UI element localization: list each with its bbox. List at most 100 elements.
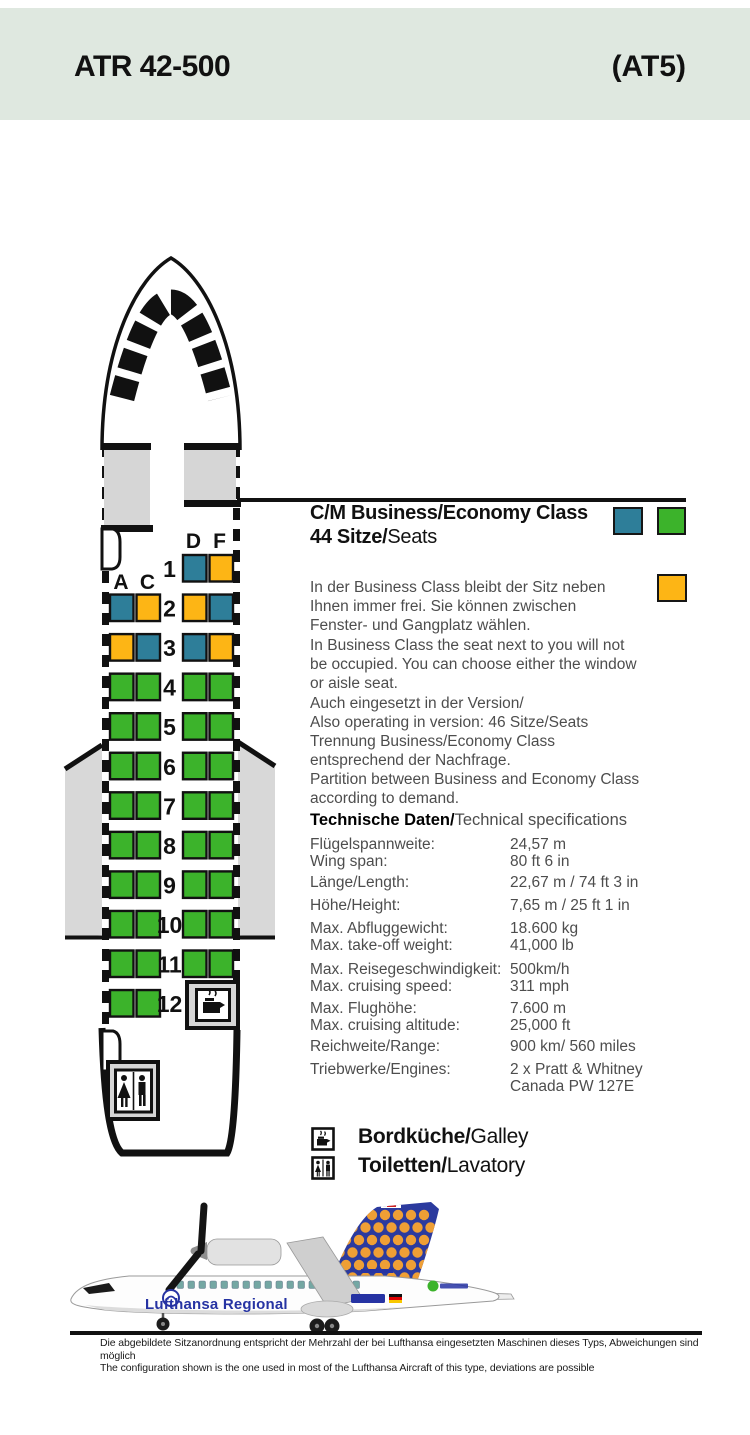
tech-specs-heading: Technische Daten/Technical specification… <box>310 811 627 830</box>
spec-label: Triebwerke/Engines: <box>310 1061 451 1078</box>
row-number-5: 5 <box>163 714 176 740</box>
spec-label: Max. Abfluggewicht: Max. take-off weight… <box>310 920 453 954</box>
seat-6D <box>181 751 208 781</box>
tail-dot <box>405 1259 417 1271</box>
spec-value: 2 x Pratt & Whitney Canada PW 127E <box>510 1061 643 1095</box>
cockpit-windows-side <box>83 1283 115 1294</box>
seat-3A <box>108 632 135 662</box>
registration-mark <box>351 1294 385 1303</box>
column-label-F: F <box>213 530 226 553</box>
tail-dot <box>334 1247 345 1258</box>
tail-dot <box>412 1247 423 1258</box>
tail-dot <box>340 1259 352 1271</box>
cabin-window <box>286 1280 294 1289</box>
tail-dot <box>418 1259 430 1271</box>
left-wing-icon <box>63 742 104 940</box>
spec-value: 900 km/ 560 miles <box>510 1038 636 1055</box>
seat-7F <box>208 791 235 820</box>
tail-dot <box>327 1234 339 1246</box>
cockpit-windows-icon <box>109 289 233 402</box>
seat-9C <box>135 870 162 900</box>
tail-dot <box>425 1222 436 1233</box>
tail-dot <box>340 1209 352 1221</box>
seat-7D <box>181 791 208 820</box>
paragraph-version: Auch eingesetzt in der Version/ Also ope… <box>310 695 589 731</box>
tail-dot <box>353 1259 365 1271</box>
tail-dot <box>366 1234 378 1246</box>
tail-dot <box>360 1247 371 1258</box>
seat-12A <box>108 988 135 1018</box>
tail-dot <box>386 1222 397 1233</box>
tail-dot <box>340 1234 352 1246</box>
cabin-window <box>187 1280 195 1289</box>
seat-2F <box>208 593 235 623</box>
tail-dot <box>425 1247 436 1258</box>
tail-dot <box>347 1247 358 1258</box>
tail-dot <box>418 1234 430 1246</box>
main-gear-hub <box>314 1323 320 1329</box>
spec-label: Höhe/Height: <box>310 897 401 914</box>
seat-4F <box>208 672 235 702</box>
seat-2C <box>135 593 162 623</box>
legend-galley: Bordküche/Galley <box>311 1125 529 1157</box>
seat-8A <box>108 830 135 860</box>
tail-dot <box>379 1259 391 1271</box>
tail-dot <box>392 1209 404 1221</box>
seat-7C <box>135 791 162 820</box>
galley-icon <box>185 980 240 1030</box>
row-number-10: 10 <box>157 912 183 938</box>
seat-9A <box>108 870 135 900</box>
aircraft-illustration: Lufthansa Regional <box>70 1202 515 1334</box>
tail-dot <box>379 1209 391 1221</box>
seat-8D <box>181 830 208 860</box>
seat-6A <box>108 751 135 781</box>
seat-2A <box>108 593 135 623</box>
seat-count-heading: 44 Sitze/Seats <box>310 526 437 549</box>
row-number-4: 4 <box>163 675 176 701</box>
row-number-7: 7 <box>163 793 176 819</box>
seat-3D <box>181 632 208 662</box>
legend-lavatory: Toiletten/Lavatory <box>311 1154 525 1186</box>
paragraph-business-en: In Business Class the seat next to you w… <box>310 637 637 692</box>
spec-label: Reichweite/Range: <box>310 1038 441 1055</box>
galley-legend-icon <box>311 1127 335 1151</box>
row-number-11: 11 <box>157 952 182 978</box>
seat-8C <box>135 830 162 860</box>
aircraft-titles: Lufthansa Regional <box>145 1296 288 1313</box>
seat-5F <box>208 712 235 741</box>
seat-11D <box>181 949 208 979</box>
spec-value: 24,57 m 80 ft 6 in <box>510 836 570 870</box>
legend-galley-label: Bordküche/Galley <box>358 1125 529 1149</box>
seat-1D <box>181 553 208 583</box>
row-number-6: 6 <box>163 754 176 780</box>
paragraph-partition-de: Trennung Business/Economy Class entsprec… <box>310 733 555 769</box>
right-wing-icon <box>236 739 277 940</box>
propeller-blade-down <box>165 1250 202 1294</box>
front-left-stowage <box>101 443 153 532</box>
seat-5D <box>181 712 208 741</box>
tail-dot <box>405 1209 417 1221</box>
tech-specs-heading-bold: Technische Daten/ <box>310 811 455 829</box>
tail-dot <box>360 1222 371 1233</box>
cabin-window <box>198 1280 206 1289</box>
seat-count-regular: Seats <box>387 526 437 548</box>
cabin-window <box>231 1280 239 1289</box>
economy-green-swatch <box>657 507 686 535</box>
column-label-C: C <box>140 571 155 594</box>
seat-9F <box>208 870 235 900</box>
spec-value: 18.600 kg 41,000 lb <box>510 920 579 954</box>
legend-lavatory-bold: Toiletten/ <box>358 1154 447 1177</box>
legend-galley-regular: Galley <box>470 1125 529 1148</box>
seat-12C <box>135 988 162 1018</box>
seat-3F <box>208 632 235 662</box>
row-number-8: 8 <box>163 833 176 859</box>
legend-lavatory-regular: Lavatory <box>446 1154 525 1177</box>
business-teal-swatch <box>613 507 643 535</box>
cabin-window <box>275 1280 283 1289</box>
fin-top-mark <box>387 1204 396 1207</box>
row-number-1: 1 <box>163 556 176 582</box>
aircraft-type-code: (AT5) <box>611 50 686 83</box>
